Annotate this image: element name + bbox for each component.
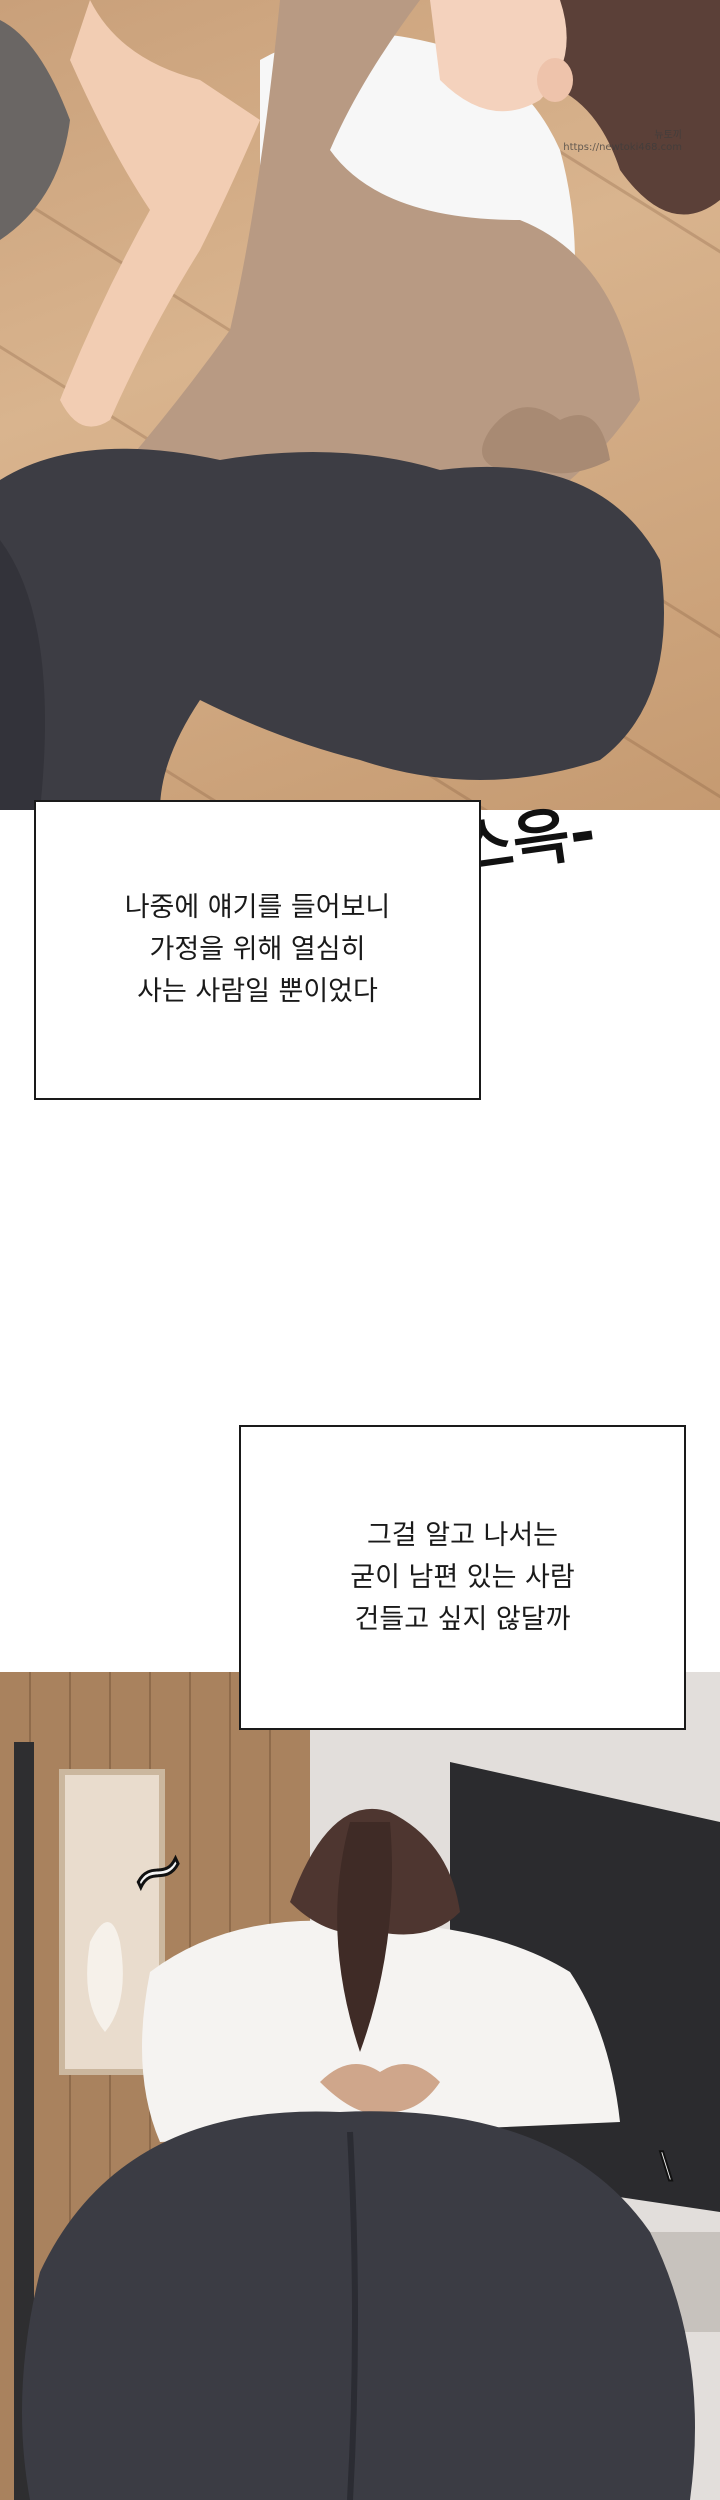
pants-shape	[22, 2111, 695, 2500]
lamp-pole	[14, 1742, 34, 2500]
hair-shape	[520, 0, 720, 215]
caption-line: 굳이 남편 있는 사람	[350, 1561, 575, 1593]
figure-illustration	[0, 0, 720, 810]
caption-line: 건들고 싶지 않달까	[354, 1603, 571, 1635]
panel-bottom-illustration	[0, 1672, 720, 2500]
pants-leg-shape	[0, 540, 45, 810]
sfx-bottom-right: \	[659, 2144, 673, 2187]
watermark-line: https://newtoki468.com	[563, 142, 682, 153]
arm-shape	[60, 0, 260, 427]
caption-line: 사는 사람일 뿐이었다	[137, 976, 378, 1007]
vase-shape	[87, 1922, 123, 2032]
wall-niche	[59, 1769, 165, 2075]
bucket-shape	[0, 20, 70, 240]
ponytail-shape	[337, 1822, 392, 2052]
apron-bow-shape	[320, 2064, 440, 2114]
panel-top-illustration: 뉴토끼 https://newtoki468.com	[0, 0, 720, 810]
pants-seam	[347, 2131, 358, 2500]
watermark: 뉴토끼 https://newtoki468.com	[563, 130, 682, 154]
pants-shape	[0, 448, 664, 810]
caption-line: 가정을 위해 열심히	[149, 934, 366, 965]
caption-box-1: 나중에 얘기를 들어보니 가정을 위해 열심히 사는 사람일 뿐이었다	[34, 800, 481, 1100]
face-shape	[430, 0, 567, 112]
caption-line: 그걸 알고 나서는	[366, 1519, 559, 1551]
room-illustration	[0, 1672, 720, 2500]
caption-line: 나중에 얘기를 들어보니	[124, 892, 391, 923]
shirt-shape	[142, 1920, 620, 2142]
watermark-line: 뉴토끼	[654, 130, 682, 141]
caption-box-2: 그걸 알고 나서는 굳이 남편 있는 사람 건들고 싶지 않달까	[239, 1425, 686, 1730]
ear-shape	[537, 58, 573, 102]
